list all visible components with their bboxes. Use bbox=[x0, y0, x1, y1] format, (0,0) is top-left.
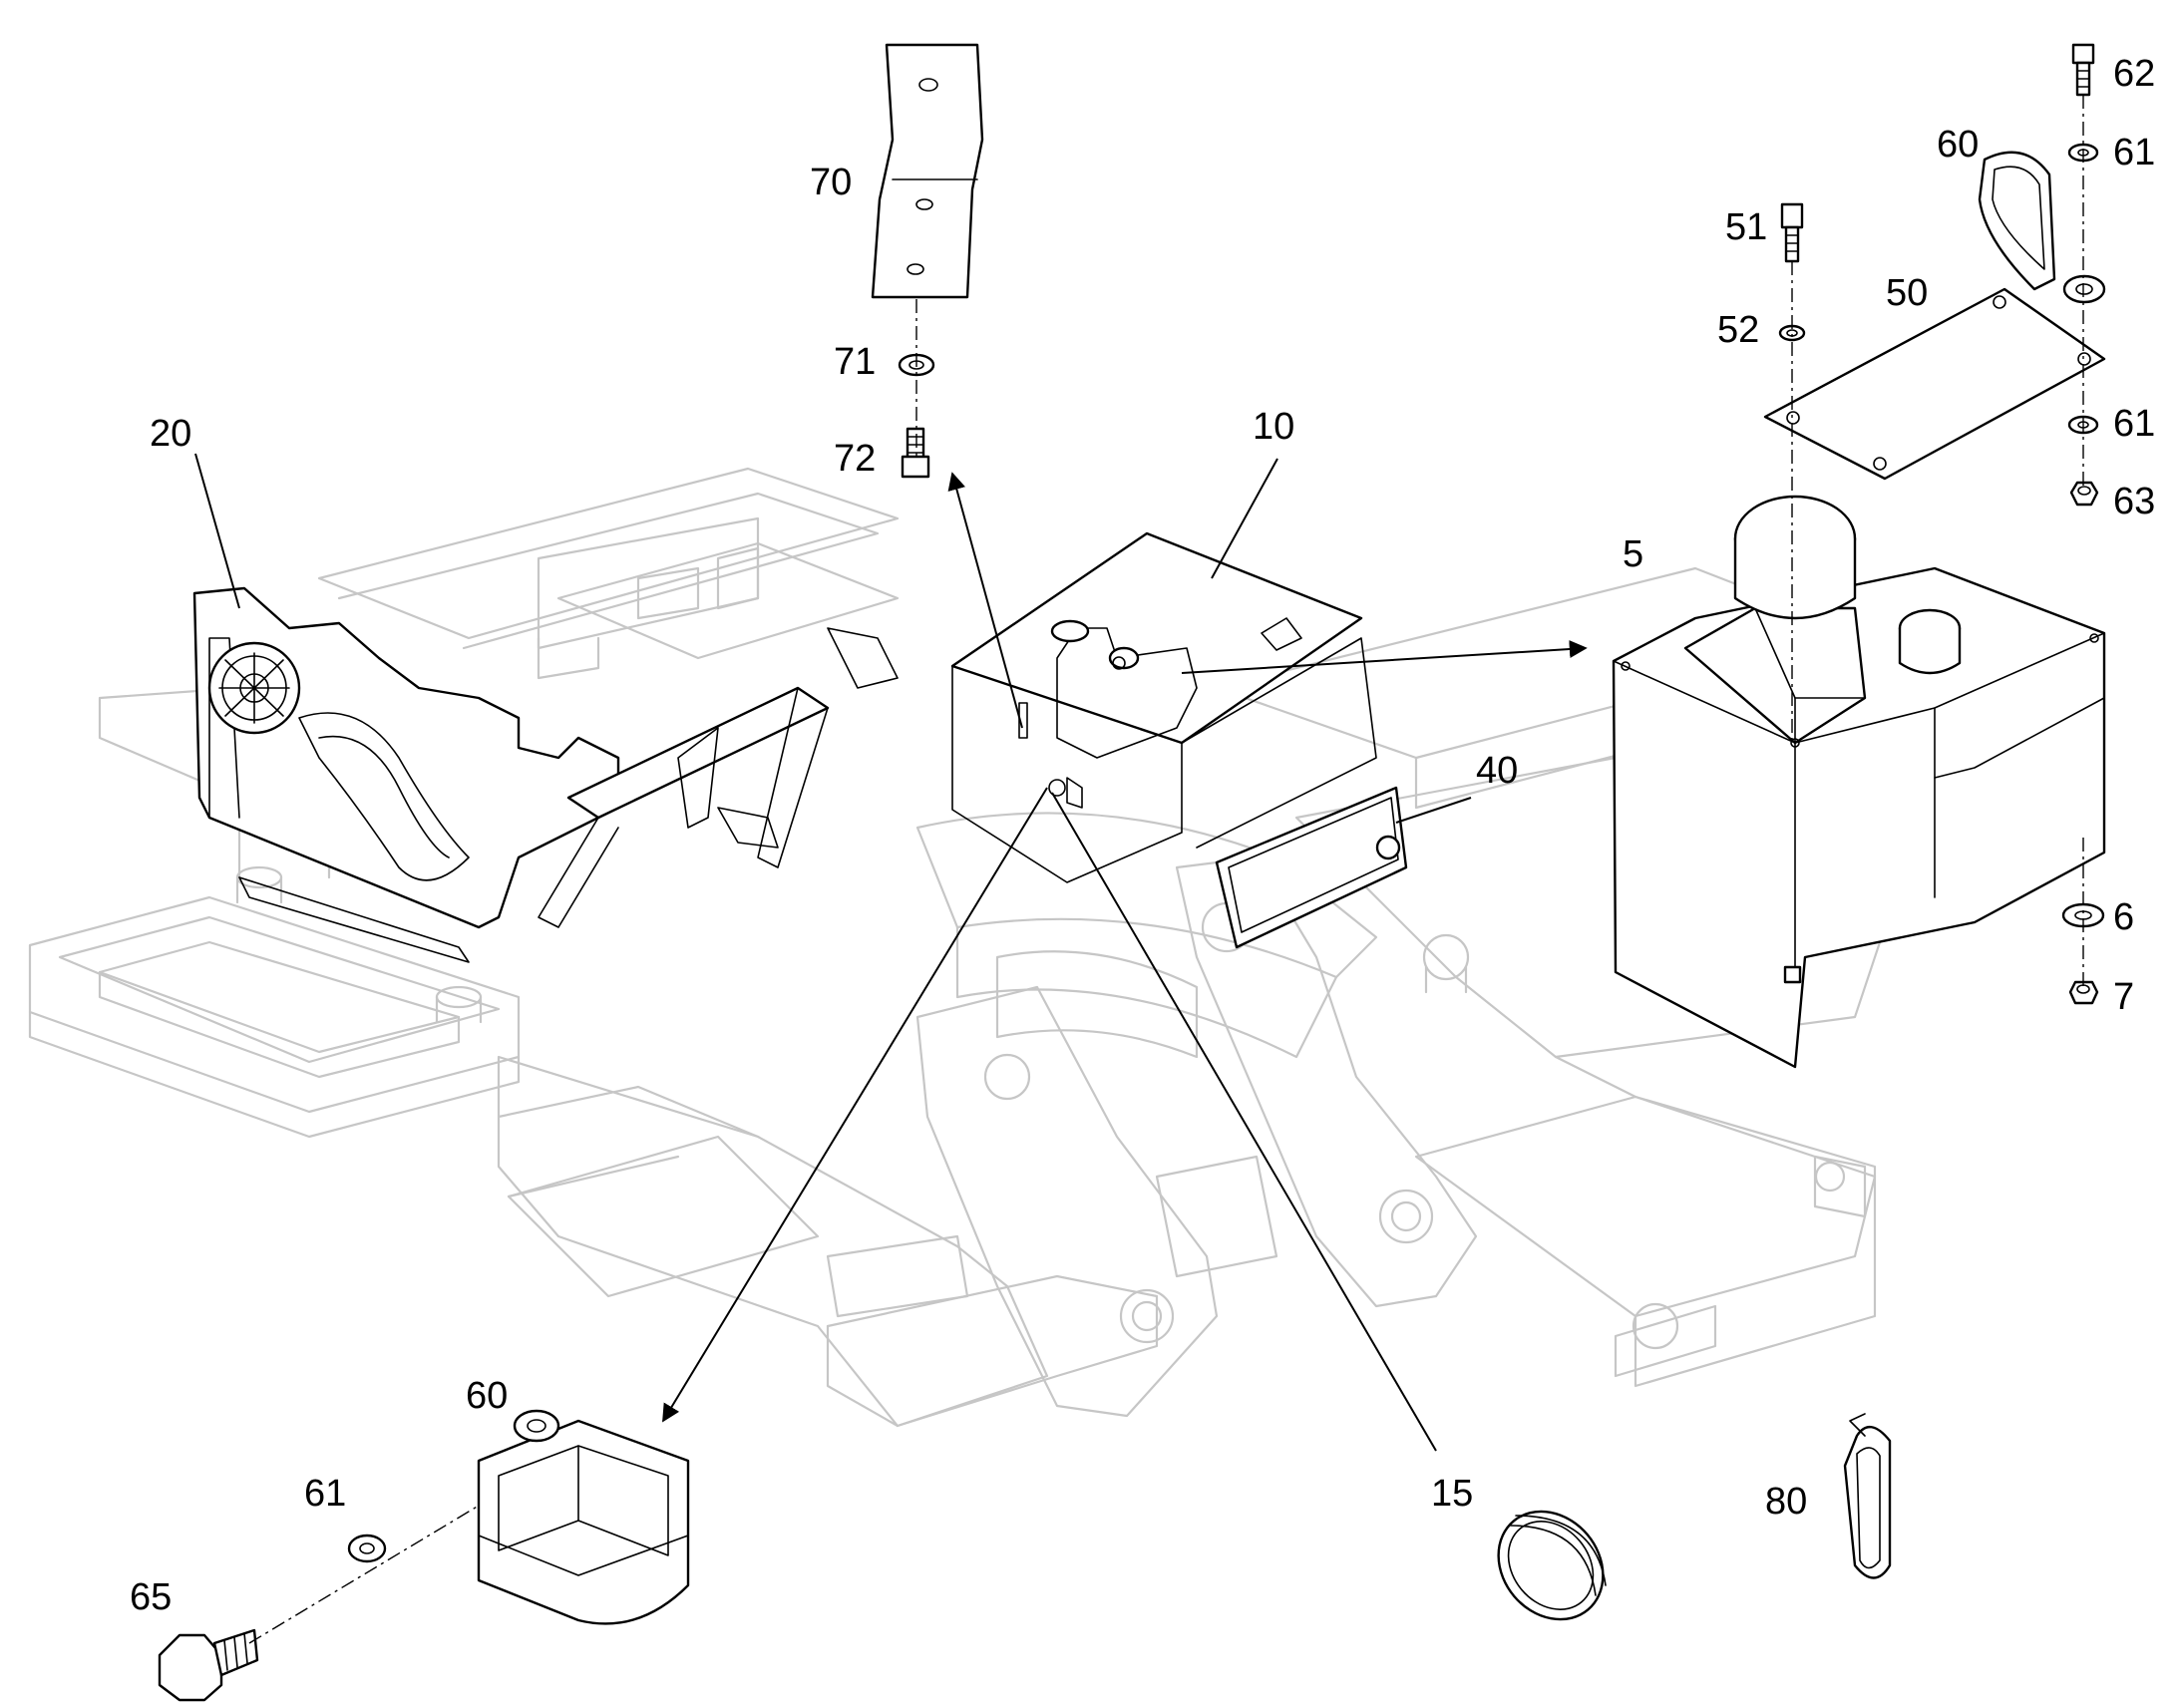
part-5-reservoir-tank bbox=[1612, 495, 2106, 1069]
callout-52: 52 bbox=[1717, 309, 1759, 351]
part-62-bolt bbox=[2071, 43, 2095, 97]
part-61-washer-bottom bbox=[347, 1534, 387, 1563]
callout-62: 62 bbox=[2113, 53, 2155, 95]
callout-5: 5 bbox=[1623, 533, 1643, 575]
callout-50: 50 bbox=[1886, 272, 1928, 314]
callout-63: 63 bbox=[2113, 481, 2155, 522]
callout-40: 40 bbox=[1476, 750, 1518, 792]
part-50-cover-plate bbox=[1763, 287, 2106, 481]
part-70-bracket bbox=[871, 43, 984, 299]
part-20-cooler-assembly bbox=[192, 586, 899, 963]
part-60-clamp-top bbox=[1978, 151, 2106, 304]
callout-51: 51 bbox=[1725, 206, 1767, 248]
part-51-bolt bbox=[1780, 202, 1804, 263]
part-63-nut bbox=[2069, 481, 2099, 507]
callout-80: 80 bbox=[1765, 1481, 1807, 1523]
axis-65-60 bbox=[248, 1505, 480, 1644]
part-65-bolt bbox=[158, 1628, 259, 1702]
callout-61-upper: 61 bbox=[2113, 132, 2155, 173]
callout-7: 7 bbox=[2113, 976, 2134, 1018]
callout-15: 15 bbox=[1431, 1473, 1473, 1515]
callout-70: 70 bbox=[810, 162, 852, 203]
callout-labels: 70 71 72 20 10 40 5 62 60 61 51 52 50 61… bbox=[130, 53, 2155, 1618]
part-80-clip bbox=[1843, 1413, 1892, 1579]
part-15-seal-ring bbox=[1497, 1510, 1607, 1621]
callout-72: 72 bbox=[834, 438, 876, 480]
part-40-side-cover bbox=[1215, 786, 1408, 949]
part-60-clamp-bottom bbox=[477, 1409, 690, 1625]
part-10-tank-installed bbox=[950, 531, 1377, 883]
callout-20: 20 bbox=[150, 413, 191, 455]
part-7-nut bbox=[2068, 980, 2099, 1005]
callout-10: 10 bbox=[1253, 406, 1294, 448]
leader-lines bbox=[194, 453, 1588, 1452]
callout-65: 65 bbox=[130, 1576, 172, 1618]
callout-60-bottom: 60 bbox=[466, 1375, 508, 1417]
callout-71: 71 bbox=[834, 341, 876, 383]
callout-61-bottom: 61 bbox=[304, 1473, 346, 1515]
callout-61-lower: 61 bbox=[2113, 403, 2155, 445]
callout-60-top: 60 bbox=[1937, 124, 1979, 166]
part-72-bolt bbox=[901, 427, 930, 479]
callout-6: 6 bbox=[2113, 896, 2134, 938]
